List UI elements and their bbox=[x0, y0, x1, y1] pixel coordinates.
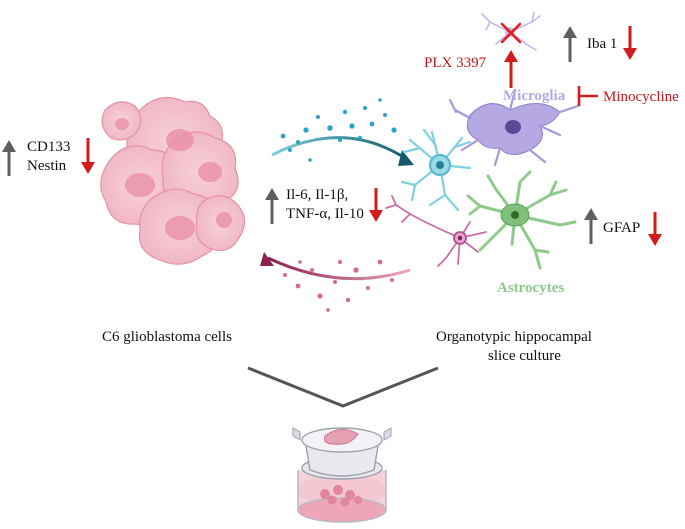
cytokine-arrows bbox=[265, 188, 383, 224]
up-arrow-icon bbox=[563, 26, 577, 62]
down-arrow-icon bbox=[81, 138, 95, 174]
glioblastoma-cells-illustration bbox=[100, 96, 246, 265]
down-arrow-icon bbox=[369, 188, 383, 222]
minocycline-label: Minocycline bbox=[603, 89, 679, 105]
ohsc-label-2: slice culture bbox=[488, 348, 561, 364]
c6-glioblastoma-label: C6 glioblastoma cells bbox=[102, 329, 232, 345]
merge-chevron bbox=[247, 366, 439, 408]
neuron-illustration bbox=[400, 128, 472, 212]
microglia-illustration bbox=[448, 88, 580, 167]
cytokine-label-2: TNF-α, Il-10 bbox=[286, 206, 364, 222]
up-arrow-icon bbox=[2, 140, 16, 176]
astrocytes-label: Astrocytes bbox=[497, 280, 565, 296]
gfap-label: GFAP bbox=[603, 220, 641, 236]
astrocyte-illustration bbox=[466, 170, 577, 270]
ohsc-label-1: Organotypic hippocampal bbox=[436, 329, 592, 345]
up-arrow-icon bbox=[584, 208, 598, 244]
tumor-to-brain-signal-arrow bbox=[271, 98, 414, 166]
culture-dish-illustration bbox=[292, 427, 392, 523]
cytokine-label-1: Il-6, Il-1β, bbox=[286, 187, 349, 203]
plx3397-label: PLX 3397 bbox=[424, 55, 487, 71]
minocycline-inhibition-icon bbox=[577, 86, 598, 106]
plx-up-arrow-icon bbox=[504, 50, 518, 88]
iba1-label: Iba 1 bbox=[587, 36, 618, 52]
down-arrow-icon bbox=[623, 26, 637, 60]
pink-neuron-illustration bbox=[385, 195, 487, 267]
cd133-label: CD133 bbox=[27, 139, 71, 155]
microglia-label: Microglia bbox=[503, 88, 566, 104]
depleted-microglia-icon bbox=[481, 11, 541, 51]
down-arrow-icon bbox=[648, 212, 662, 246]
gfap-arrows bbox=[584, 208, 662, 246]
up-arrow-icon bbox=[265, 188, 279, 224]
nestin-label: Nestin bbox=[27, 158, 67, 174]
brain-to-tumor-signal-arrow bbox=[260, 252, 411, 312]
cd133-nestin-arrows bbox=[2, 138, 95, 176]
iba1-arrows bbox=[563, 26, 637, 62]
